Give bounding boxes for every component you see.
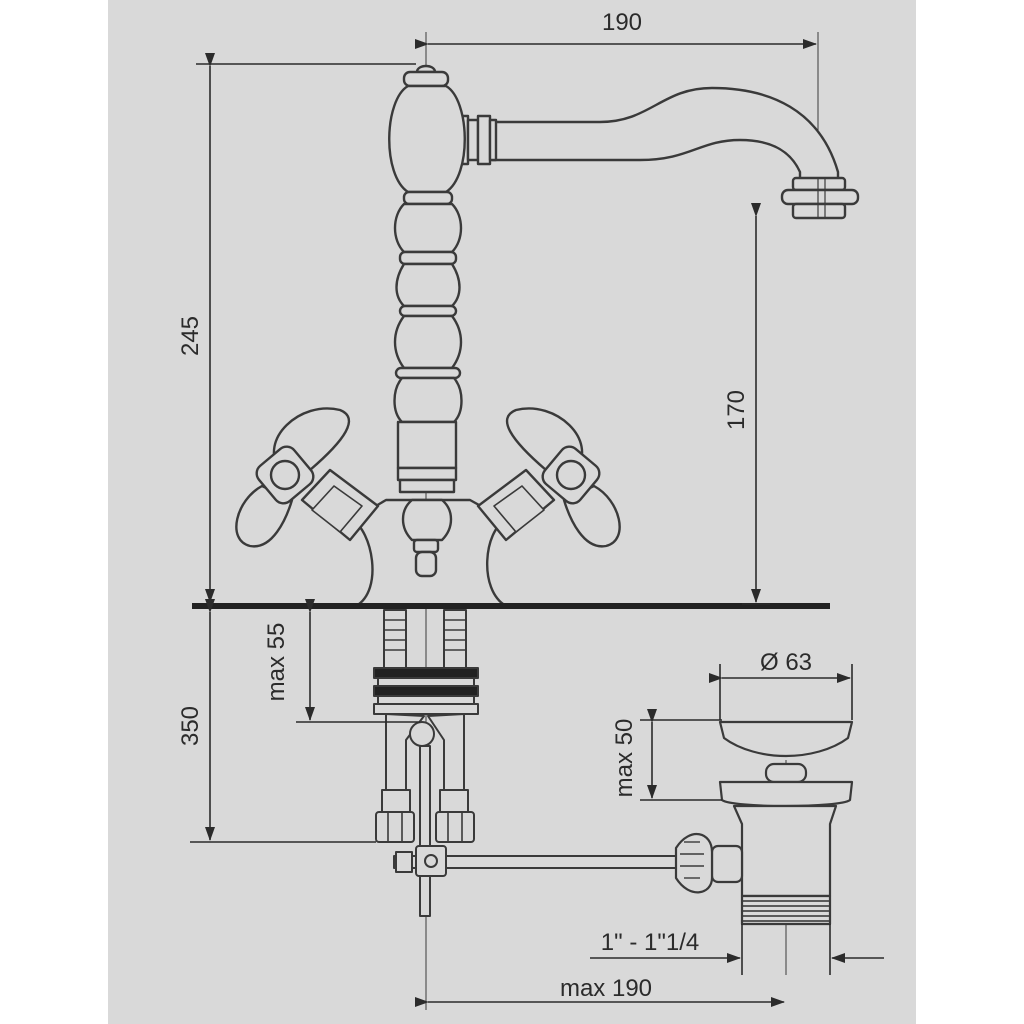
faucet-column xyxy=(350,64,508,608)
dim-max-plug-height: max 50 xyxy=(611,719,638,798)
pop-up-waste xyxy=(674,720,854,926)
dim-max-deck-thickness: max 55 xyxy=(263,623,290,702)
aerator xyxy=(780,176,860,220)
dim-plug-diameter: Ø 63 xyxy=(760,649,812,676)
dim-total-height: 245 xyxy=(177,316,204,356)
under-deck-assembly xyxy=(373,609,683,917)
dim-waste-thread: 1" - 1"1/4 xyxy=(601,929,699,956)
waste-plug xyxy=(718,720,854,758)
left-handle xyxy=(235,407,380,548)
right-handle xyxy=(476,407,621,548)
faucet xyxy=(235,64,860,608)
dim-spout-height: 170 xyxy=(723,390,750,430)
dim-spout-reach: 190 xyxy=(602,9,642,36)
deck-line xyxy=(192,603,830,609)
dim-hose-length: 350 xyxy=(177,706,204,746)
dim-max-rod-length: max 190 xyxy=(560,975,652,1002)
spout xyxy=(490,86,840,182)
dimension-lines xyxy=(190,39,884,1007)
